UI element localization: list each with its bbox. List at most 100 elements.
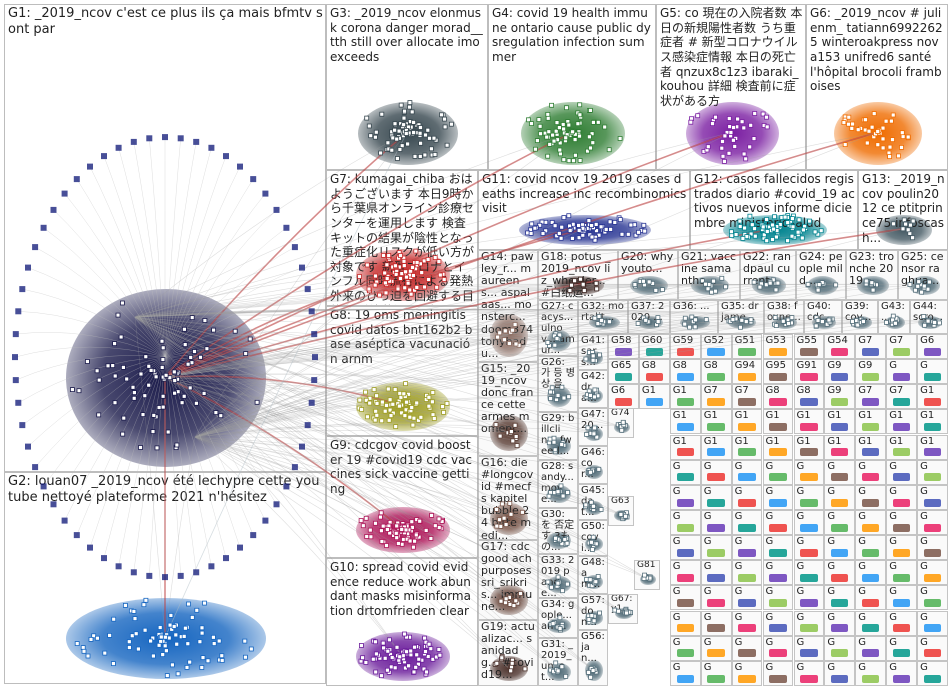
small-group-label: G	[827, 536, 852, 547]
small-cluster	[677, 549, 694, 557]
small-group-cell: G1	[917, 384, 948, 409]
small-group-cell: G1	[794, 435, 825, 460]
small-cluster	[893, 675, 910, 683]
small-group-cell: G	[886, 636, 917, 661]
small-group-cell: G8	[670, 359, 701, 384]
small-group-cell: G	[701, 510, 732, 535]
small-group-cell: G	[732, 661, 763, 686]
small-group-cell: G1	[670, 384, 701, 409]
small-cluster	[769, 675, 786, 683]
small-cluster	[646, 373, 663, 381]
small-cluster	[800, 398, 817, 406]
small-cluster	[738, 473, 755, 481]
small-group-label: G1	[827, 410, 852, 421]
small-group-cell: G1	[732, 435, 763, 460]
small-group-cell: G	[732, 535, 763, 560]
small-cluster	[769, 574, 786, 582]
small-cluster	[831, 448, 848, 456]
small-group-label: G	[735, 637, 760, 648]
small-group-label: G	[673, 486, 698, 497]
small-cluster	[831, 649, 848, 657]
cluster-g19	[490, 656, 527, 681]
small-cluster	[924, 574, 941, 582]
group-cell-g33: G33: 2019 pande...	[538, 554, 578, 598]
cluster-g67	[615, 608, 634, 619]
group-cell-g56: G56: jan...	[578, 630, 608, 686]
small-group-label: G	[735, 662, 760, 673]
small-group-cell: G	[886, 585, 917, 610]
small-group-label: G1	[797, 436, 822, 447]
small-group-label: G7	[735, 385, 760, 396]
cluster-g33	[547, 576, 572, 593]
small-cluster	[831, 624, 848, 632]
cluster-g81	[640, 574, 656, 585]
small-group-cell: G	[670, 460, 701, 485]
group-cell-g8: G8: 19 oms meningitis covid datos bnt162…	[326, 306, 478, 436]
group-cell-g7: G7: kumagai_chiba おはようございます 本日9時から千葉県オンラ…	[326, 170, 478, 306]
group-cell-g27: G27: cacys... ulnov... amur...	[538, 300, 578, 356]
small-cluster	[800, 348, 817, 356]
small-cluster	[831, 499, 848, 507]
small-group-cell: G	[855, 611, 886, 636]
small-group-cell: G	[794, 611, 825, 636]
small-group-label: G91	[797, 360, 822, 371]
small-group-cell: G	[701, 535, 732, 560]
small-group-cell: G95	[763, 359, 794, 384]
small-group-label: G65	[611, 360, 636, 371]
small-group-label: G	[858, 561, 883, 572]
group-cell-g28: G28: sandy... move...	[538, 460, 578, 508]
small-group-cell: G1	[701, 435, 732, 460]
group-cell-g44: G44: scro...	[910, 300, 948, 334]
small-group-label: G7	[889, 335, 914, 346]
small-group-label: G59	[673, 335, 698, 346]
small-group-label: G51	[735, 335, 760, 346]
small-group-label: G	[766, 586, 791, 597]
small-group-cell: G	[886, 359, 917, 384]
cluster-g29	[547, 437, 572, 455]
group-cell-g67: G67: y1...	[608, 594, 638, 624]
small-group-cell: G1	[886, 409, 917, 434]
group-cell-g17: G17: cdc good ach purposes sri_srikris..…	[478, 540, 538, 620]
small-group-cell: G	[670, 510, 701, 535]
small-group-cell: G1	[824, 435, 855, 460]
small-group-label: G1	[889, 410, 914, 421]
small-group-label: G1	[735, 436, 760, 447]
small-group-label: G	[704, 486, 729, 497]
small-group-label: G55	[797, 335, 822, 346]
small-group-label: G	[766, 561, 791, 572]
small-group-label: G	[766, 662, 791, 673]
small-group-cell: G	[917, 661, 948, 686]
group-cell-g39: G39: cov...	[842, 300, 878, 334]
small-group-label: G	[827, 612, 852, 623]
group-label: G1: _2019_ncov c'est ce plus ils ça mais…	[8, 6, 323, 38]
cluster-g16	[490, 503, 527, 535]
cluster-g47	[585, 427, 604, 441]
group-label: G3: _2019_ncov elonmusk corona danger mo…	[330, 6, 485, 65]
group-cell-g43: G43: ...	[878, 300, 910, 334]
small-group-cell: G	[824, 560, 855, 585]
small-group-cell: G	[886, 510, 917, 535]
small-cluster	[924, 524, 941, 532]
group-cell-g47: G47: 20...	[578, 408, 608, 446]
group-cell-g42: G42: dra...	[578, 370, 608, 408]
small-group-cell: G	[763, 661, 794, 686]
group-cell-g46: G46: cor...	[578, 446, 608, 484]
small-group-label: G	[797, 637, 822, 648]
small-cluster	[862, 549, 879, 557]
small-group-cell: G	[855, 535, 886, 560]
small-group-label: G	[735, 561, 760, 572]
cluster-g13	[876, 215, 932, 245]
group-cell-g6: G6: _2019_ncov # julienm_ tatiann6992262…	[806, 4, 948, 170]
small-group-cell: G	[855, 585, 886, 610]
small-group-cell: G	[670, 636, 701, 661]
group-cell-g19: G19: actualizac... sanidadg... #covid19.…	[478, 620, 538, 686]
group-label: G4: covid 19 health immune ontario cause…	[492, 6, 653, 65]
small-group-label: G	[858, 486, 883, 497]
small-cluster	[738, 624, 755, 632]
small-cluster	[738, 348, 755, 356]
small-group-label: G	[858, 536, 883, 547]
small-group-cell: G1	[670, 435, 701, 460]
small-group-cell: G	[670, 560, 701, 585]
small-cluster	[707, 473, 724, 481]
